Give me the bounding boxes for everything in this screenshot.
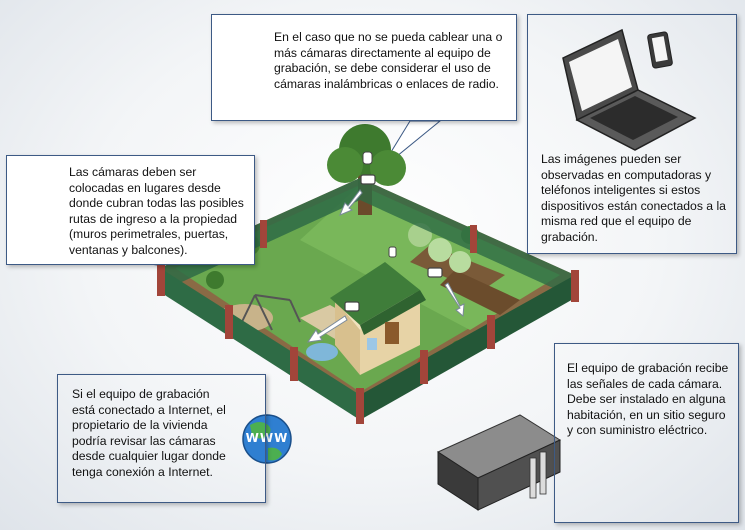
viewing-devices-callout: Las imágenes pueden ser observadas en co…	[527, 14, 737, 254]
recorder-callout: El equipo de grabación recibe las señale…	[554, 343, 739, 523]
camera-placement-callout: Las cámaras deben ser colocadas en lugar…	[6, 155, 255, 265]
globe-www-label: www	[245, 431, 289, 445]
internet-access-callout: Si el equipo de grabación está conectado…	[57, 374, 266, 503]
smartphone-icon	[647, 31, 673, 69]
camera-antenna-icon	[362, 151, 397, 258]
recorder-callout-text: El equipo de grabación recibe las señale…	[567, 361, 729, 437]
security-camera-icon	[344, 174, 443, 312]
internet-callout-text: Si el equipo de grabación está conectado…	[72, 387, 226, 479]
wireless-callout-text: En el caso que no se pueda cablear una o…	[274, 30, 503, 91]
placement-callout-text: Las cámaras deben ser colocadas en lugar…	[69, 165, 244, 257]
camera-view-arrows	[306, 189, 465, 343]
laptop-icon	[562, 28, 697, 151]
dvr-recorder-icon	[436, 414, 562, 511]
globe-icon	[242, 414, 292, 464]
wireless-cameras-callout: En el caso que no se pueda cablear una o…	[211, 14, 517, 121]
devices-callout-text: Las imágenes pueden ser observadas en co…	[541, 152, 726, 244]
